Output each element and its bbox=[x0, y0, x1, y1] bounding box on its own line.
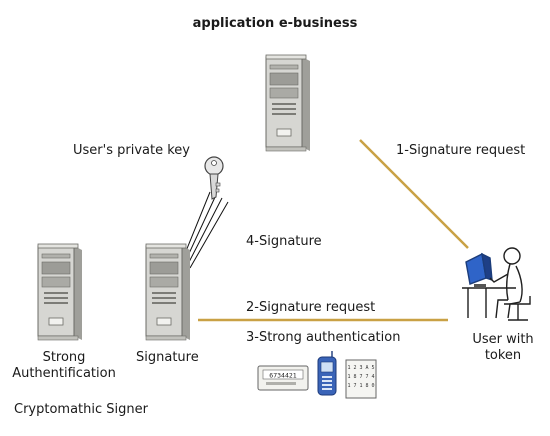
diagram-title: application e-business bbox=[192, 16, 358, 31]
mobile-phone-icon bbox=[317, 351, 337, 396]
calculator-token-icon: 6734421 bbox=[257, 365, 309, 391]
grid-card-icon: 1 2 3 A 5 1 8 7 7 4 1 7 1 8 0 bbox=[345, 359, 377, 399]
signature-request-2-label: 2-Signature request bbox=[246, 300, 376, 315]
vendor-label: Cryptomathic Signer bbox=[14, 402, 148, 417]
signature-server-icon bbox=[145, 243, 191, 341]
key-wires bbox=[183, 191, 229, 269]
ebusiness-server-icon bbox=[265, 54, 311, 152]
calculator-token-display: 6734421 bbox=[269, 372, 296, 380]
strong-auth-server-icon bbox=[37, 243, 83, 341]
grid-card-row: 1 7 1 8 0 bbox=[347, 383, 374, 389]
signature-server-label: Signature bbox=[136, 350, 199, 365]
grid-card-row: 1 2 3 A 5 bbox=[347, 365, 374, 371]
strong-auth-server-label: Strong Authentification bbox=[12, 350, 116, 381]
signature-request-1-label: 1-Signature request bbox=[396, 143, 526, 158]
signature-4-label: 4-Signature bbox=[246, 234, 322, 249]
user-with-token-label: User with token bbox=[472, 332, 534, 363]
private-key-icon bbox=[204, 156, 224, 200]
connector-signature-request-1 bbox=[359, 139, 469, 249]
grid-card-row: 1 8 7 7 4 bbox=[347, 374, 374, 380]
private-key-label: User's private key bbox=[73, 143, 190, 158]
user-workstation-icon bbox=[462, 247, 531, 321]
strong-auth-3-label: 3-Strong authentication bbox=[246, 330, 401, 345]
